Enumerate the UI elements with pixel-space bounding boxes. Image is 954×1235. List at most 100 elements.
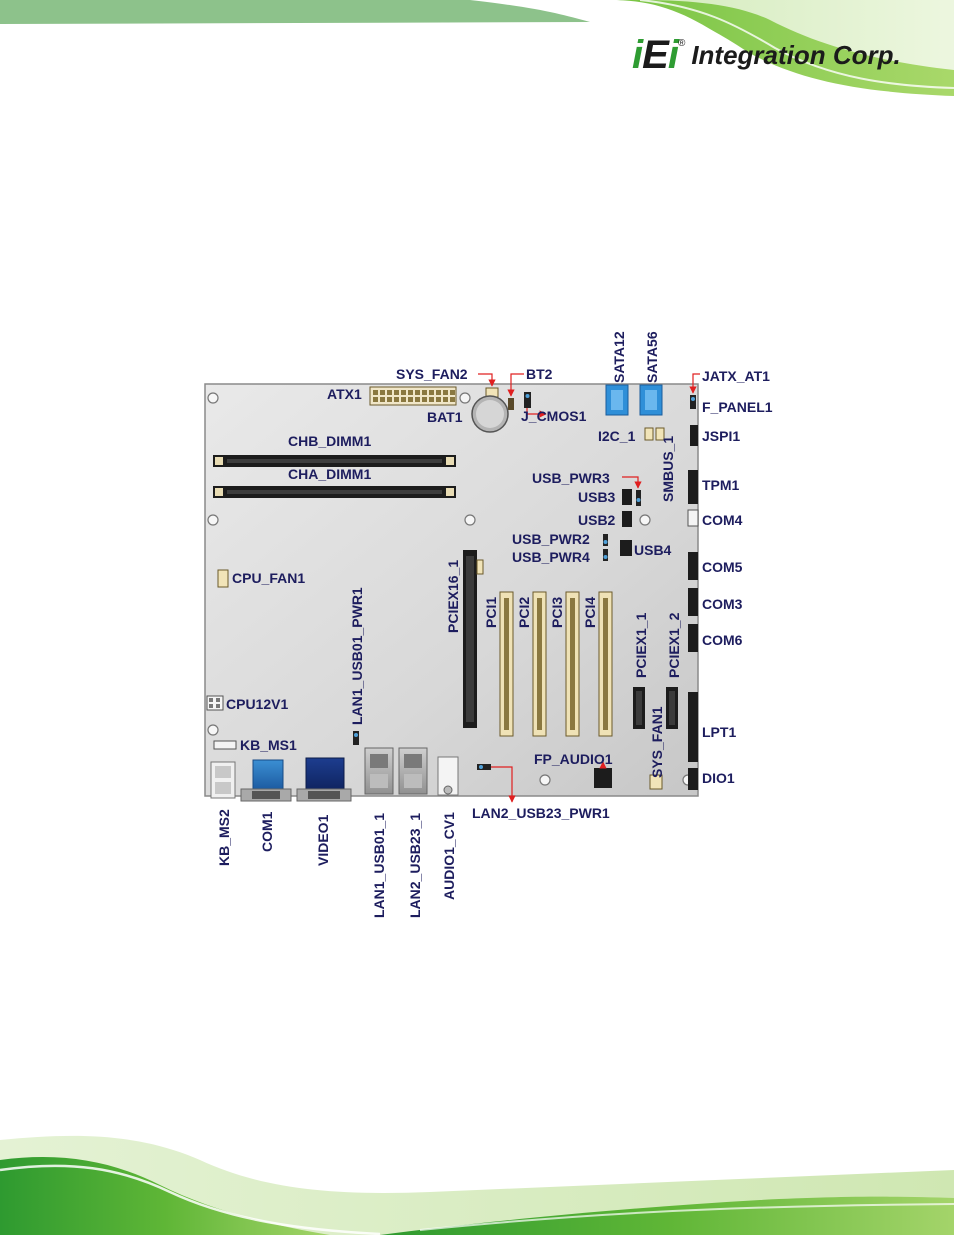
- mounting-hole: [207, 724, 219, 736]
- mounting-hole: [464, 514, 476, 526]
- label-lan2-usb23-1: LAN2_USB23_1: [407, 813, 423, 918]
- label-lan1-usb01-1: LAN1_USB01_1: [371, 813, 387, 918]
- banner-wave-line: [599, 0, 954, 106]
- label-pciex1-2: PCIEX1_2: [666, 612, 682, 678]
- video1-port: [305, 757, 345, 791]
- bt2-connector: [508, 398, 514, 410]
- label-pciex16-1: PCIEX16_1: [445, 560, 461, 633]
- j-cmos1-leader: [526, 408, 547, 418]
- label-com4: COM4: [702, 512, 743, 528]
- banner-wave-line-2: [639, 0, 954, 89]
- label-fp-audio1: FP_AUDIO1: [534, 751, 613, 767]
- lan1-usb01-pwr1-jumper: [353, 731, 359, 745]
- label-sata56: SATA56: [644, 331, 660, 383]
- label-atx1: ATX1: [327, 386, 362, 402]
- smbus-1-connector: [655, 427, 665, 441]
- usb3-header: [622, 489, 632, 505]
- label-usb3: USB3: [578, 489, 616, 505]
- label-com3: COM3: [702, 596, 743, 612]
- label-com1: COM1: [259, 811, 275, 852]
- atx1-connector: [369, 386, 457, 406]
- label-audio1-cv1: AUDIO1_CV1: [441, 812, 457, 900]
- mounting-hole: [459, 392, 471, 404]
- cpu-fan1-connector: [217, 569, 229, 588]
- bottom-wave-line: [0, 1164, 381, 1235]
- audio1-cv1-port: [437, 756, 459, 796]
- label-sys-fan2: SYS_FAN2: [396, 366, 468, 382]
- usb4-header: [620, 540, 632, 556]
- usb2-header: [622, 511, 632, 527]
- label-i2c-1: I2C_1: [598, 428, 636, 444]
- label-cpu-fan1: CPU_FAN1: [232, 570, 305, 586]
- label-bat1: BAT1: [427, 409, 463, 425]
- top-banner: [0, 0, 954, 106]
- banner-wave-light: [560, 0, 954, 70]
- pcb-board: [204, 383, 699, 797]
- sys-fan2-leader: [478, 373, 496, 387]
- label-tpm1: TPM1: [702, 477, 740, 493]
- bt2-leader: [507, 373, 524, 397]
- com3-header: [688, 588, 698, 616]
- label-jspi1: JSPI1: [702, 428, 740, 444]
- mounting-hole: [207, 392, 219, 404]
- brand-logo: iEi ® Integration Corp.: [632, 32, 901, 77]
- kb-ms1-connector: [213, 740, 237, 750]
- label-kb-ms2: KB_MS2: [216, 809, 232, 866]
- label-video1: VIDEO1: [315, 814, 331, 866]
- i2c-1-connector: [644, 427, 654, 441]
- sys-fan1-connector: [649, 774, 663, 790]
- label-usb-pwr3: USB_PWR3: [532, 470, 610, 486]
- atx1-pins: [373, 390, 455, 402]
- logo-text: Integration Corp.: [691, 39, 901, 70]
- com6-header: [688, 624, 698, 652]
- label-usb-pwr2: USB_PWR2: [512, 531, 590, 547]
- label-sata12: SATA12: [611, 331, 627, 383]
- bottom-wave-line-2: [419, 1203, 954, 1231]
- mounting-holes: [207, 392, 694, 786]
- fp-audio1-header: [594, 768, 612, 788]
- label-smbus-1: SMBUS_1: [660, 436, 676, 502]
- lan2-usb23-pwr1-jumper: [477, 764, 491, 770]
- label-sys-fan1: SYS_FAN1: [649, 706, 665, 778]
- com1-port: [252, 759, 284, 791]
- jatx-at1-leader: [689, 373, 700, 394]
- label-pci3: PCI3: [549, 597, 565, 628]
- label-cpu12v1: CPU12V1: [226, 696, 288, 712]
- mounting-hole: [639, 514, 651, 526]
- bottom-banner: [0, 1135, 954, 1235]
- usb-pwr3-leader: [622, 476, 642, 489]
- leader-lines: [478, 373, 700, 803]
- mounting-hole: [539, 774, 551, 786]
- label-usb-pwr4: USB_PWR4: [512, 549, 590, 565]
- label-chb-dimm1: CHB_DIMM1: [288, 433, 371, 449]
- label-pci1: PCI1: [483, 597, 499, 628]
- dio1-header: [688, 768, 698, 790]
- banner-wave-dark: [0, 0, 954, 96]
- banner-wave-band: [0, 0, 590, 24]
- jspi1-header: [690, 426, 698, 446]
- label-jatx-at1: JATX_AT1: [702, 368, 770, 384]
- label-usb2: USB2: [578, 512, 616, 528]
- label-com6: COM6: [702, 632, 743, 648]
- label-lan1-usb01-pwr1: LAN1_USB01_PWR1: [349, 587, 365, 725]
- label-cha-dimm1: CHA_DIMM1: [288, 466, 371, 482]
- logo-mark: iEi: [632, 32, 679, 77]
- com4-connector: [687, 509, 699, 527]
- label-com5: COM5: [702, 559, 743, 575]
- label-lpt1: LPT1: [702, 724, 736, 740]
- label-f-panel1: F_PANEL1: [702, 399, 773, 415]
- label-dio1: DIO1: [702, 770, 735, 786]
- com5-header: [688, 552, 698, 580]
- label-pciex1-1: PCIEX1_1: [633, 612, 649, 678]
- jatx-at1-jumper: [690, 395, 696, 409]
- lpt1-header: [688, 692, 698, 762]
- label-kb-ms1: KB_MS1: [240, 737, 297, 753]
- j-cmos1-jumper: [524, 392, 531, 408]
- tpm1-header: [688, 470, 698, 504]
- label-pci2: PCI2: [516, 597, 532, 628]
- label-pci4: PCI4: [582, 597, 598, 628]
- label-lan2-usb23-pwr1: LAN2_USB23_PWR1: [472, 805, 610, 821]
- label-j-cmos1: J_CMOS1: [521, 408, 587, 424]
- registered-icon: ®: [677, 37, 686, 49]
